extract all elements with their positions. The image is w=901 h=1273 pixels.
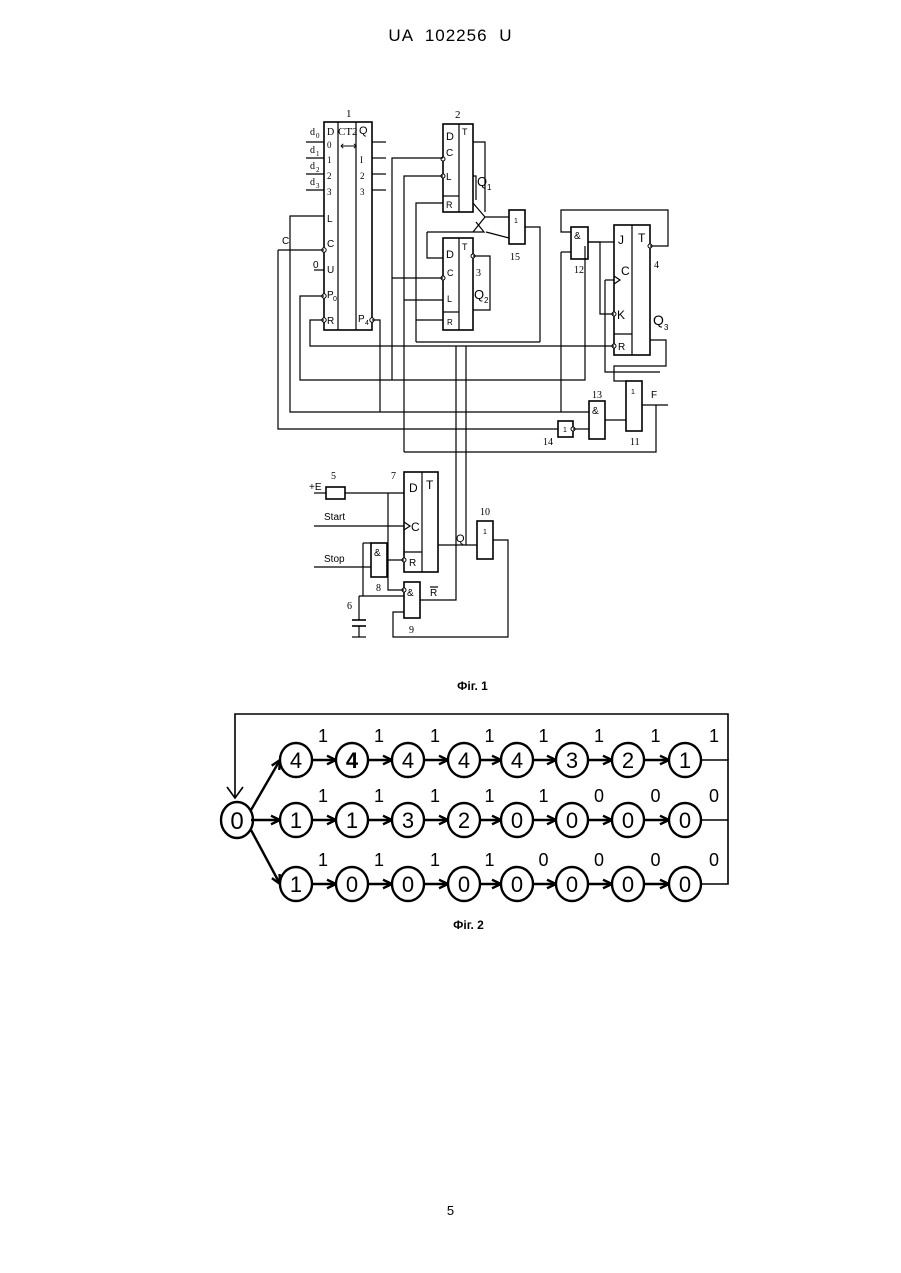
state-edge-label: 1 (374, 850, 384, 870)
state-edge-label: 1 (709, 726, 719, 746)
state-edge-label: 0 (709, 786, 719, 806)
state-edge-label: 1 (485, 786, 495, 806)
state-node-label: 1 (346, 808, 358, 833)
state-edge-label: 1 (374, 726, 384, 746)
state-node-label: 0 (679, 808, 691, 833)
state-edge-label: 1 (430, 726, 440, 746)
state-node-label: 3 (402, 808, 414, 833)
state-node-label: 4 (402, 748, 414, 773)
state-edge-label: 1 (374, 786, 384, 806)
state-node-label: 0 (511, 808, 523, 833)
state-edge-label: 1 (430, 786, 440, 806)
state-node-label: 0 (679, 872, 691, 897)
state-edge-start-row-3 (251, 830, 280, 884)
state-edge-label: 1 (539, 786, 549, 806)
state-node-label: 2 (622, 748, 634, 773)
state-edge-label: 1 (318, 786, 328, 806)
state-edge-label: 0 (539, 850, 549, 870)
state-node-label: 0 (402, 872, 414, 897)
state-node-label: 3 (566, 748, 578, 773)
state-node-label: 4 (290, 748, 302, 773)
state-edge-label: 1 (318, 726, 328, 746)
state-node-label: 0 (458, 872, 470, 897)
figure-2-caption: Фіг. 2 (18, 918, 901, 932)
page-number: 5 (0, 1203, 901, 1218)
state-node-label: 0 (346, 872, 358, 897)
state-edge-label: 1 (318, 850, 328, 870)
state-node-label: 4 (346, 748, 359, 773)
state-edge-label: 1 (539, 726, 549, 746)
state-edge-label: 1 (651, 726, 661, 746)
state-node-label: 0 (622, 872, 634, 897)
state-edge-label: 1 (594, 726, 604, 746)
state-edge-label: 0 (651, 786, 661, 806)
state-node-label: 0 (566, 808, 578, 833)
state-diagram-nodes: 0414141414131211111113121010000001101010… (221, 726, 719, 901)
state-node-label: 0 (566, 872, 578, 897)
state-node-label: 4 (458, 748, 470, 773)
state-edge-label: 0 (709, 850, 719, 870)
state-diagram: 0414141414131211111113121010000001101010… (0, 0, 901, 930)
state-edge-label: 1 (485, 850, 495, 870)
state-edge-label: 1 (485, 726, 495, 746)
state-edge-label: 0 (594, 786, 604, 806)
state-edge-label: 0 (594, 850, 604, 870)
state-node-label: 4 (511, 748, 523, 773)
state-node-label: 2 (458, 808, 470, 833)
state-node-label: 0 (511, 872, 523, 897)
state-node-label: 1 (290, 808, 302, 833)
state-node-start-label: 0 (230, 808, 243, 835)
state-edge-label: 1 (430, 850, 440, 870)
state-edge-label: 0 (651, 850, 661, 870)
state-node-label: 1 (679, 748, 691, 773)
state-node-label: 0 (622, 808, 634, 833)
state-edge-start-row-1 (251, 760, 280, 810)
state-node-label: 1 (290, 872, 302, 897)
